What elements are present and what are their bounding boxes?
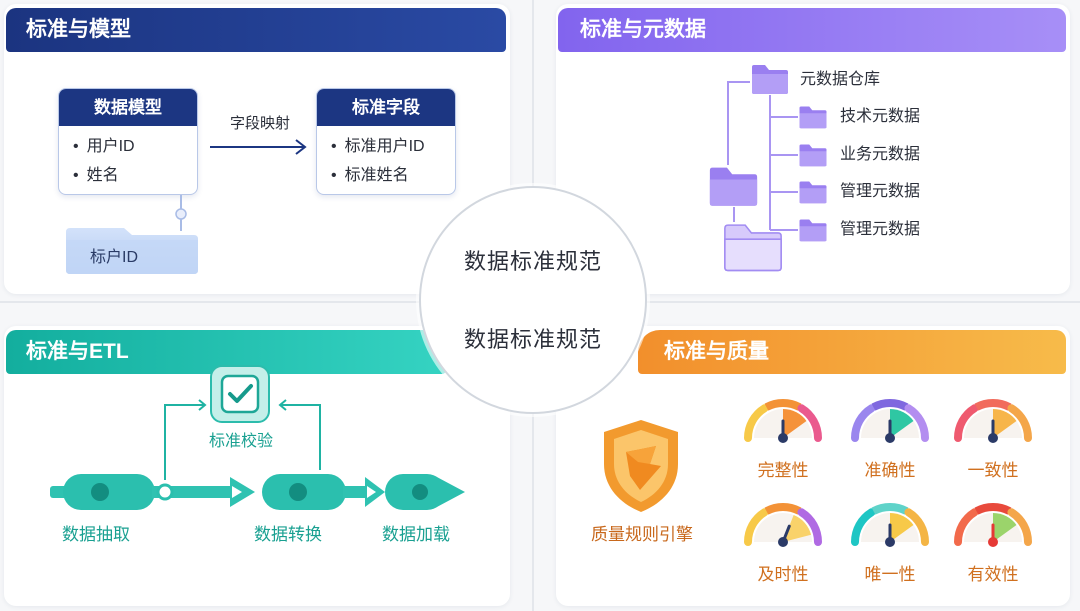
- gauge-arc-segment: [954, 404, 979, 442]
- folder-icon: [799, 144, 827, 167]
- folder-icon: [66, 228, 198, 274]
- load-node: [385, 474, 465, 510]
- folder-icon: [799, 181, 827, 204]
- gauge-label: 一致性: [967, 461, 1019, 480]
- folder-open-icon: [724, 224, 782, 272]
- standard-field-box: 标准字段 标准用户ID 标准姓名: [316, 88, 456, 195]
- mapping-arrow-icon: [210, 139, 307, 155]
- data-model-field: 用户ID: [59, 132, 197, 161]
- gauge-highlight: [890, 409, 914, 438]
- tree-lines: [727, 81, 798, 231]
- gauge-arc-segment: [851, 404, 876, 442]
- gauge-arc-segment: [904, 508, 929, 546]
- root-folder-icon: [752, 65, 788, 94]
- gauge-icon: [851, 503, 929, 547]
- gauge-arc-segment: [1007, 508, 1032, 546]
- etl-step-label: 数据抽取: [62, 525, 130, 544]
- metadata-child-label: 管理元数据: [840, 183, 921, 200]
- gauge-highlight: [783, 409, 807, 438]
- gauge-arc-segment: [1007, 404, 1032, 442]
- folder-icon: [799, 219, 827, 242]
- gauge-label: 及时性: [757, 565, 809, 584]
- field-mapping-label: 字段映射: [229, 115, 290, 132]
- center-hub: 数据标准规范 数据标准规范: [419, 186, 647, 414]
- gauge-arc-segment: [744, 404, 769, 442]
- check-icon: [210, 365, 270, 423]
- data-model-field: 姓名: [59, 161, 197, 190]
- metadata-root-label: 元数据仓库: [800, 71, 881, 88]
- extract-node: [63, 474, 155, 510]
- standard-field-title: 标准字段: [317, 89, 455, 126]
- gauge-highlight: [783, 515, 812, 542]
- gauge-arc-segment: [797, 508, 822, 546]
- gauge-label: 完整性: [757, 461, 809, 480]
- gauge-hub: [778, 433, 788, 443]
- gauge-highlight: [890, 513, 914, 542]
- gauge-arc-segment: [764, 503, 802, 515]
- gauge-arc-segment: [797, 404, 822, 442]
- gauge-highlight: [993, 513, 1017, 542]
- gauge-arc-segment: [871, 399, 909, 411]
- gauge-arc-segment: [904, 404, 929, 442]
- gauge-arc-segment: [851, 508, 876, 546]
- standard-field-item: 标准姓名: [317, 161, 455, 190]
- data-model-title: 数据模型: [59, 89, 197, 126]
- gauge-hub: [885, 537, 895, 547]
- shield-icon: [604, 420, 678, 512]
- folder-icon: [799, 106, 827, 129]
- gauge-arc-segment: [871, 503, 909, 515]
- gauge-hub: [988, 537, 998, 547]
- gauge-arc-segment: [974, 503, 1012, 515]
- etl-pipeline: [50, 474, 465, 510]
- gauge-icon: [744, 399, 822, 443]
- gauge-arc-segment: [744, 508, 769, 546]
- transform-node: [262, 474, 346, 510]
- feedback-arrows: [164, 399, 321, 480]
- center-title-lower: 数据标准规范: [463, 327, 602, 352]
- folder-icon: [709, 167, 758, 206]
- quality-title: 标准与质量: [638, 330, 1066, 374]
- pipeline-arrow: [343, 477, 385, 507]
- gauge-label: 有效性: [967, 565, 1019, 584]
- metadata-child-label: 管理元数据: [840, 221, 921, 238]
- gauge-hub: [885, 433, 895, 443]
- gauge-icon: [954, 503, 1032, 547]
- gauge-highlight: [993, 409, 1017, 438]
- metadata-child-label: 技术元数据: [840, 108, 921, 125]
- standard-check-label: 标准校验: [208, 433, 273, 450]
- etl-step-label: 数据加载: [382, 525, 450, 544]
- gauge-arc-segment: [954, 508, 979, 546]
- metadata-title: 标准与元数据: [558, 8, 1066, 52]
- gauge-icon: [744, 503, 822, 547]
- etl-step-label: 数据转换: [254, 525, 322, 544]
- connector-icon: [175, 195, 187, 231]
- gauge-label: 准确性: [864, 461, 916, 480]
- gauge-icon: [851, 399, 929, 443]
- model-title: 标准与模型: [6, 8, 506, 52]
- data-model-box: 数据模型 用户ID 姓名: [58, 88, 198, 195]
- gauge-icon: [954, 399, 1032, 443]
- center-title-upper: 数据标准规范: [463, 249, 602, 274]
- gauge-label: 唯一性: [864, 565, 916, 584]
- gauge-arc-segment: [764, 399, 802, 411]
- folder-label: 标户ID: [90, 249, 139, 266]
- gauge-hub: [988, 433, 998, 443]
- gauge-arc-segment: [974, 399, 1012, 411]
- gauge-hub: [778, 537, 788, 547]
- quality-engine-label: 质量规则引擎: [591, 525, 693, 544]
- pipeline-junction: [156, 483, 174, 501]
- metadata-child-label: 业务元数据: [840, 146, 921, 163]
- standard-field-item: 标准用户ID: [317, 132, 455, 161]
